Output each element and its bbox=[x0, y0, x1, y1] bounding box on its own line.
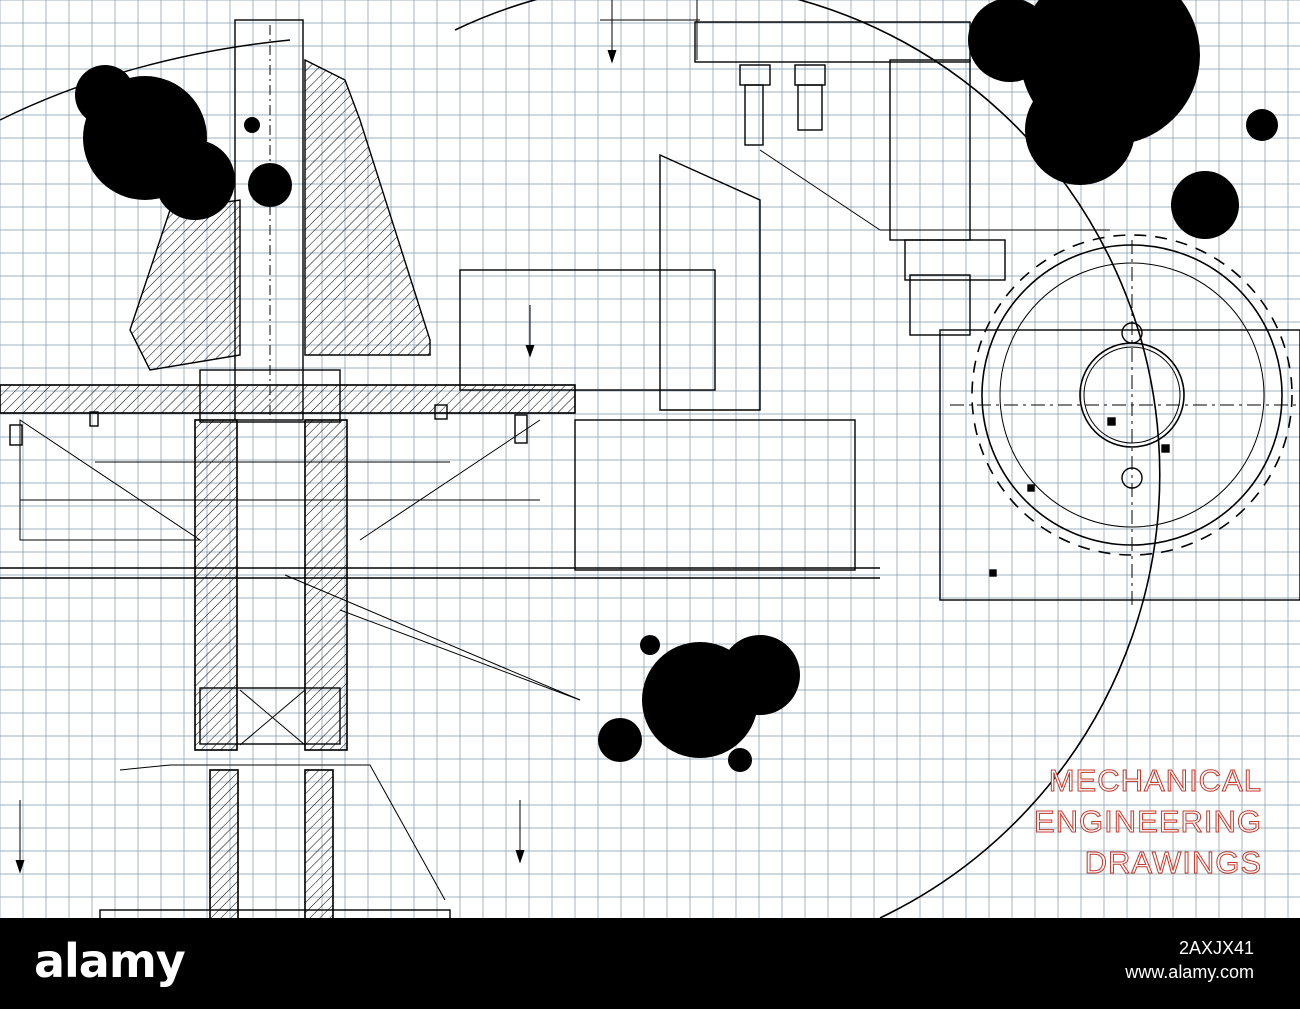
housing-section bbox=[0, 58, 880, 579]
image-id: 2AXJX41 bbox=[1178, 938, 1254, 958]
dimension-marks bbox=[15, 0, 617, 874]
mechanical-drawing bbox=[0, 0, 1300, 918]
shaft-assembly bbox=[99, 19, 581, 918]
large-arc-outline bbox=[0, 0, 1161, 918]
title-line-2: ENGINEERING bbox=[1033, 804, 1262, 840]
ink-splatters bbox=[75, 0, 1278, 772]
title-line-1: MECHANICAL bbox=[1048, 763, 1262, 799]
image-id-block: 2AXJX41 www.alamy.com bbox=[1125, 936, 1254, 984]
watermark-bar: alamy 2AXJX41 www.alamy.com bbox=[0, 918, 1300, 1009]
title-line-3: DRAWINGS bbox=[1084, 845, 1262, 881]
gear-drawing bbox=[939, 234, 1300, 610]
title-block: MECHANICAL ENGINEERING DRAWINGS bbox=[1033, 760, 1262, 883]
blueprint-canvas: MECHANICAL ENGINEERING DRAWINGS bbox=[0, 0, 1300, 918]
alamy-logo: alamy bbox=[34, 934, 186, 988]
watermark-url: www.alamy.com bbox=[1125, 962, 1254, 982]
